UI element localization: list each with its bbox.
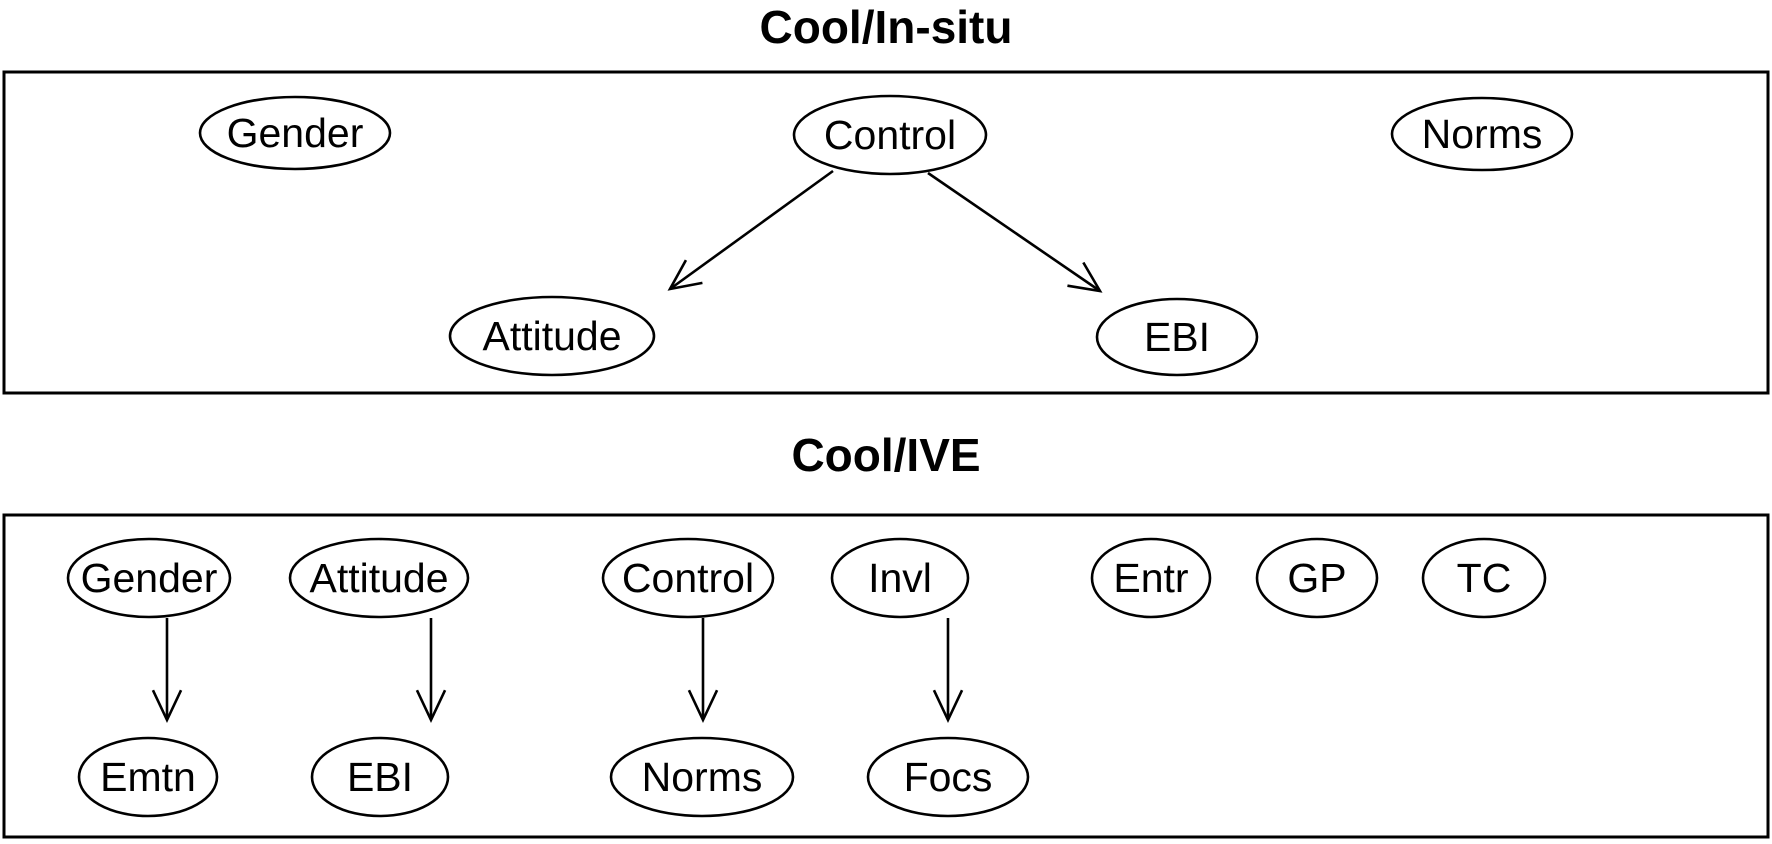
node-ellipse (77, 736, 219, 818)
node-cool-ive-entr: Entr (1090, 537, 1212, 619)
node-label: Control (824, 112, 956, 158)
panel-title-cool-ive: Cool/IVE (791, 429, 981, 481)
node-cool-in-situ-gender: Gender (198, 95, 392, 171)
edge-invl-to-focs (932, 618, 964, 724)
edge-attitude-to-ebi (415, 618, 447, 724)
edge-gender-to-emtn (151, 618, 183, 724)
node-cool-ive-focs: Focs (866, 736, 1030, 818)
node-label: Gender (81, 555, 218, 601)
node-ellipse (792, 94, 988, 176)
edge-line (669, 169, 834, 291)
node-label: Control (622, 555, 754, 601)
node-ellipse (866, 736, 1030, 818)
node-ellipse (1390, 96, 1574, 172)
panel-title-cool-in-situ: Cool/In-situ (759, 1, 1013, 53)
node-label: Attitude (309, 555, 448, 601)
node-cool-ive-control: Control (601, 537, 775, 619)
node-label: TC (1457, 555, 1512, 601)
node-ellipse (198, 95, 392, 171)
node-cool-ive-norms: Norms (609, 736, 795, 818)
arrowhead-icon (151, 689, 183, 724)
node-label: Focs (904, 754, 993, 800)
node-ellipse (1090, 537, 1212, 619)
node-ellipse (288, 537, 470, 619)
arrowhead-icon (667, 259, 703, 291)
node-cool-in-situ-control: Control (792, 94, 988, 176)
edge-control-to-norms (687, 618, 719, 724)
edge-line (927, 171, 1101, 293)
edge-control-to-ebi (927, 171, 1103, 293)
node-label: Attitude (482, 313, 621, 359)
node-ellipse (66, 537, 232, 619)
node-ellipse (601, 537, 775, 619)
node-label: Norms (642, 754, 763, 800)
arrowhead-icon (415, 689, 447, 724)
node-cool-ive-attitude: Attitude (288, 537, 470, 619)
arrowhead-icon (1067, 261, 1103, 293)
node-label: EBI (347, 754, 413, 800)
arrowhead-icon (932, 689, 964, 724)
node-cool-in-situ-attitude: Attitude (448, 295, 656, 377)
node-cool-ive-tc: TC (1421, 537, 1547, 619)
node-label: GP (1287, 555, 1346, 601)
node-cool-ive-gender: Gender (66, 537, 232, 619)
node-cool-in-situ-norms: Norms (1390, 96, 1574, 172)
node-label: Entr (1113, 555, 1188, 601)
node-ellipse (448, 295, 656, 377)
node-cool-ive-emtn: Emtn (77, 736, 219, 818)
node-cool-in-situ-ebi: EBI (1095, 297, 1259, 377)
node-cool-ive-gp: GP (1255, 537, 1379, 619)
node-ellipse (830, 537, 970, 619)
node-label: EBI (1144, 314, 1210, 360)
arrowhead-icon (687, 689, 719, 724)
node-label: Emtn (100, 754, 196, 800)
node-ellipse (1095, 297, 1259, 377)
node-label: Norms (1422, 111, 1543, 157)
node-ellipse (1421, 537, 1547, 619)
node-cool-ive-ebi: EBI (310, 736, 450, 818)
node-ellipse (310, 736, 450, 818)
panel-cool-ive: Gender Attitude Control Invl Entr GP TC Emtn EBI… (2, 513, 1770, 839)
node-label: Invl (868, 555, 932, 601)
node-label: Gender (227, 110, 364, 156)
node-cool-ive-invl: Invl (830, 537, 970, 619)
edge-control-to-attitude (667, 169, 834, 291)
node-ellipse (609, 736, 795, 818)
node-ellipse (1255, 537, 1379, 619)
